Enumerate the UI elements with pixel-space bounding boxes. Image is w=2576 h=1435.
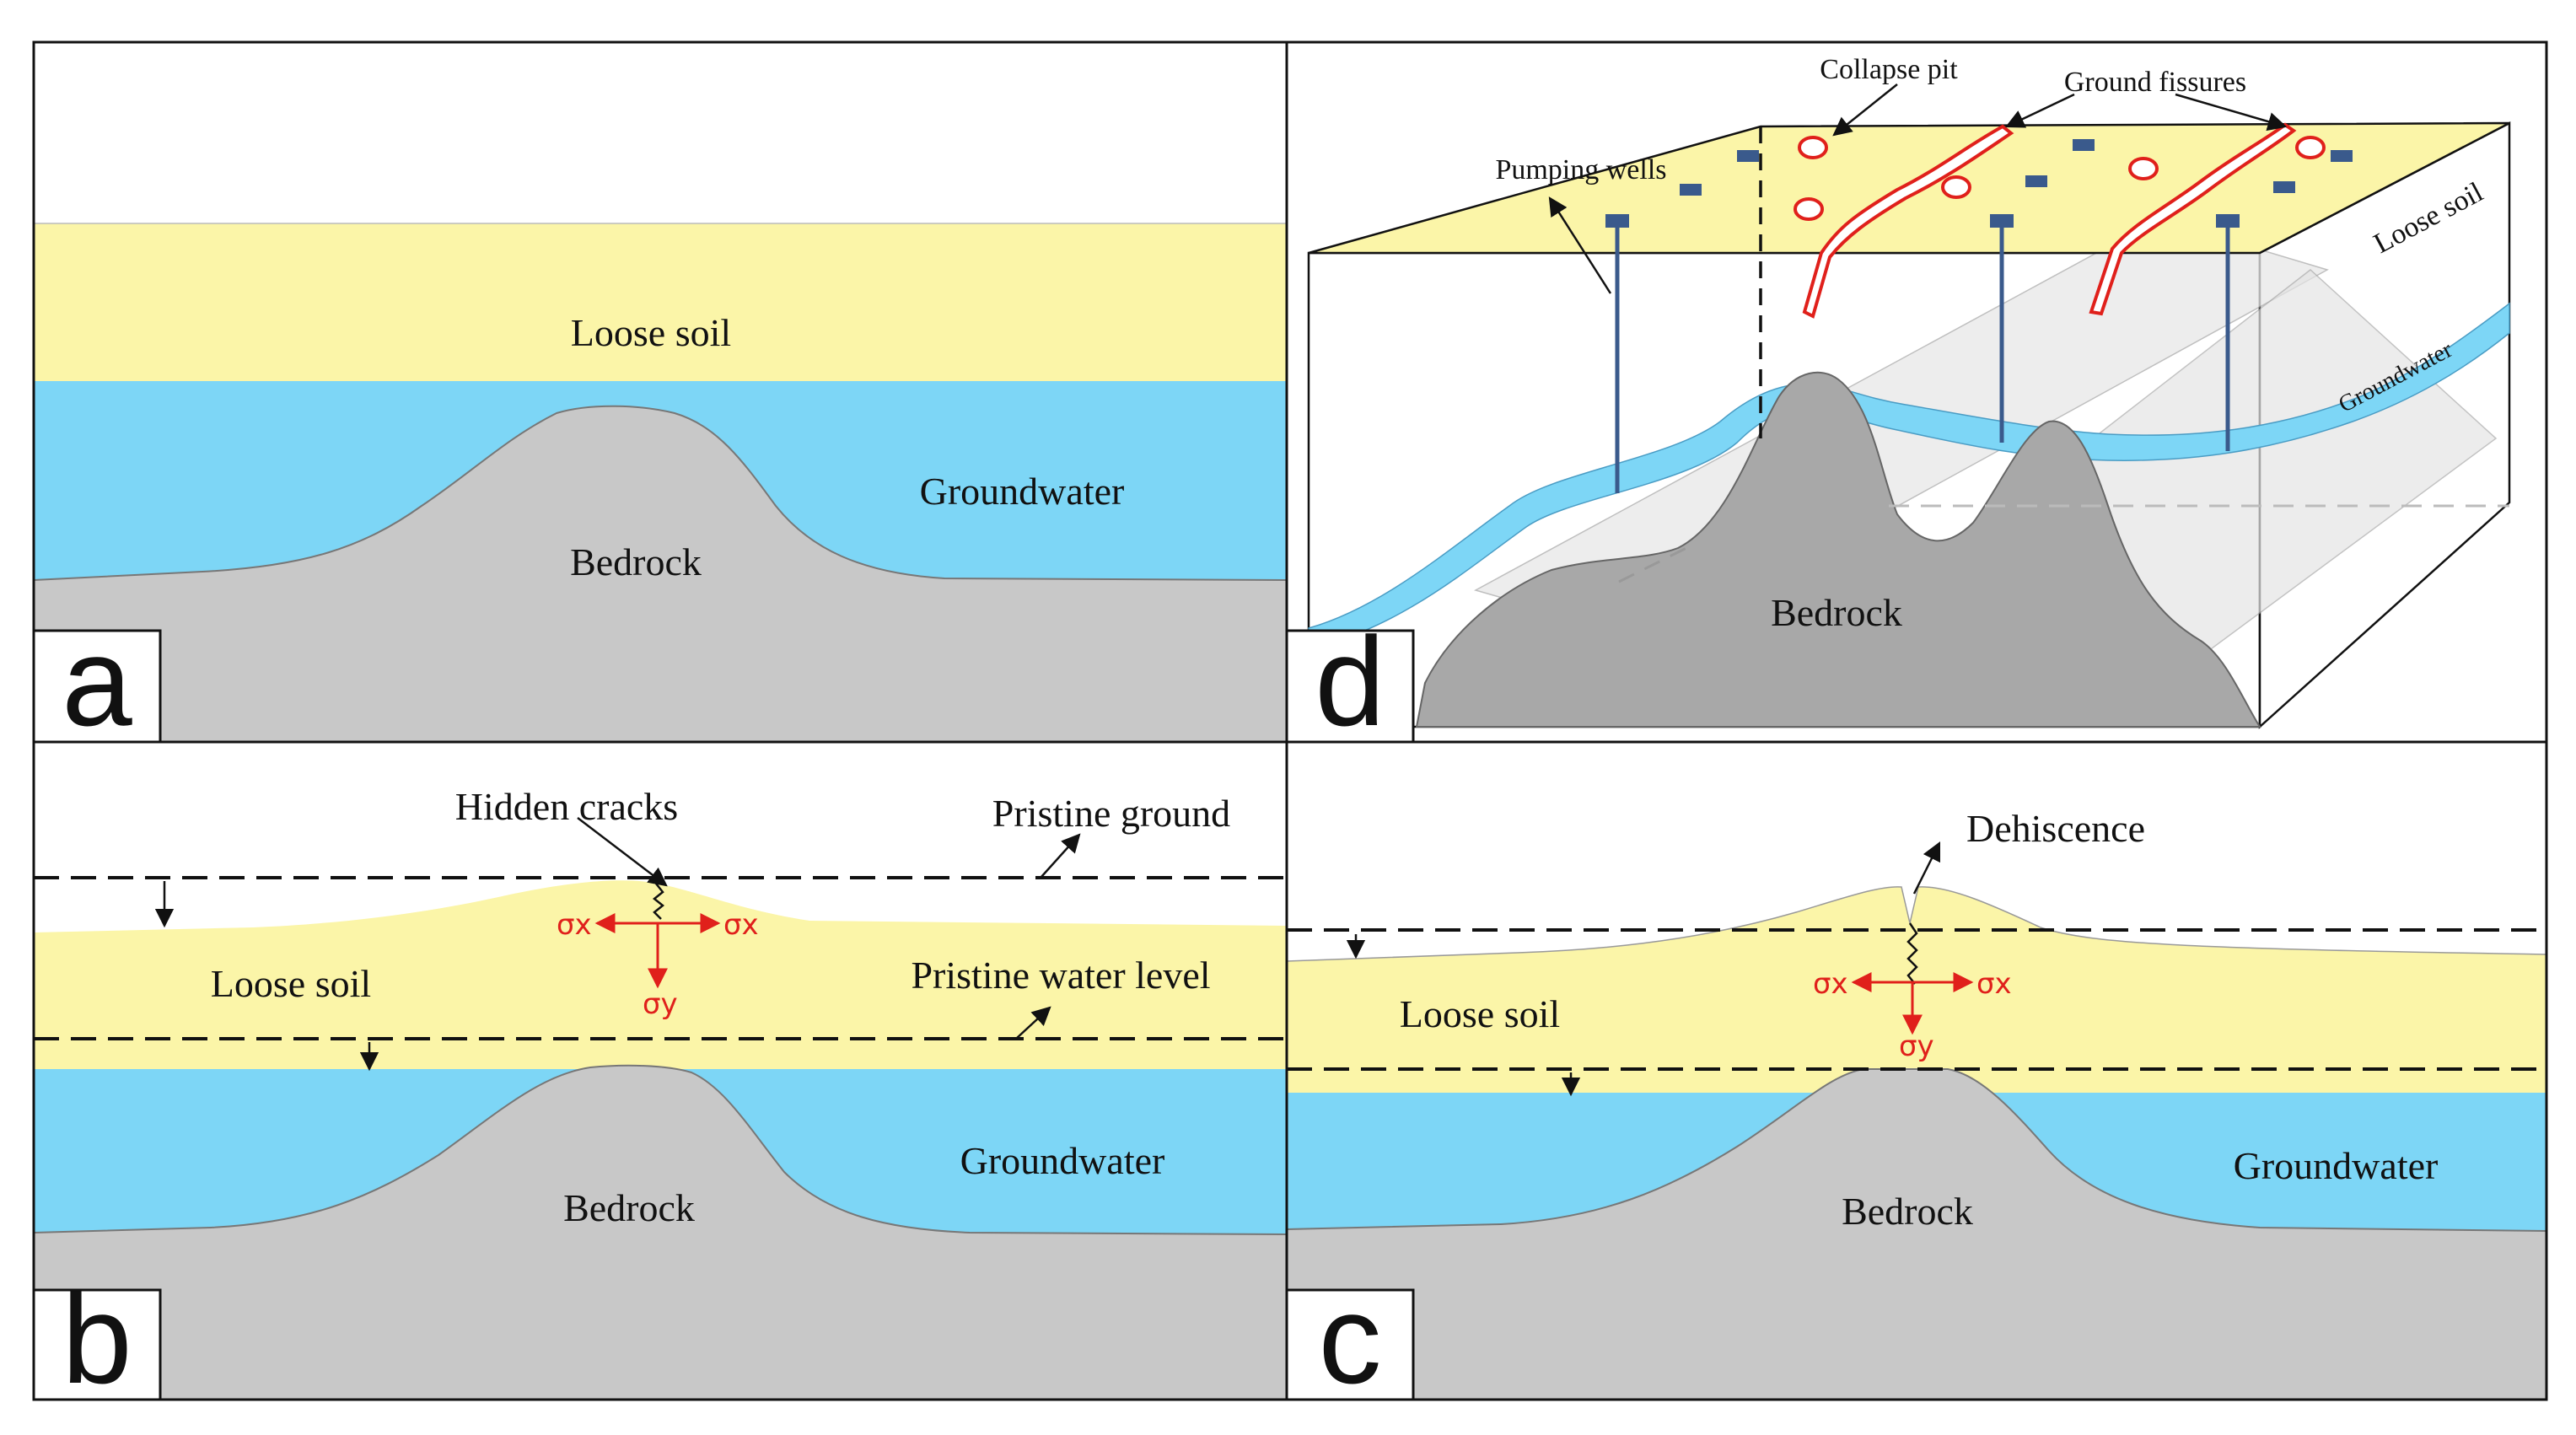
collapse-pit bbox=[2295, 136, 2326, 159]
bedrock-label: Bedrock bbox=[1771, 591, 1902, 634]
sigma-y: σy bbox=[1899, 1029, 1934, 1063]
ground-fissure bbox=[2089, 122, 2297, 316]
collapse-pit bbox=[1794, 197, 1824, 221]
hidden-crack bbox=[652, 883, 665, 920]
panel-letter: a bbox=[62, 610, 132, 752]
panel-letter: b bbox=[62, 1268, 132, 1410]
sigma-x-right: σx bbox=[1976, 967, 2012, 1001]
bedrock-mound bbox=[1287, 1068, 2546, 1400]
dehiscence-label: Dehiscence bbox=[1966, 807, 2145, 850]
bedrock-label: Bedrock bbox=[563, 1186, 695, 1229]
groundwater-band bbox=[1308, 302, 2510, 650]
pristine-ground-label: Pristine ground bbox=[992, 792, 1230, 835]
bedrock-mound bbox=[34, 405, 1287, 742]
dehiscence-crack bbox=[1906, 922, 1918, 985]
panel-letter-box bbox=[1287, 1288, 1415, 1400]
panel-letter-box bbox=[34, 629, 162, 742]
panel-letter: c bbox=[1319, 1268, 1382, 1410]
panel-letter-box bbox=[34, 1288, 162, 1400]
collapse-pit-label: Collapse pit bbox=[1820, 54, 1958, 85]
ground-fissure bbox=[1802, 124, 2014, 319]
collapse-pit bbox=[1798, 136, 1828, 159]
outer-frame bbox=[32, 40, 2548, 1401]
sigma-x-left: σx bbox=[1813, 967, 1848, 1001]
panel-d: Collapse pit Ground fissures Pumping wel… bbox=[1285, 54, 2511, 752]
groundwater-label: Groundwater bbox=[960, 1139, 1165, 1182]
bedrock-mound bbox=[34, 1064, 1287, 1400]
bedrock-label: Bedrock bbox=[570, 540, 702, 583]
hidden-cracks-label: Hidden cracks bbox=[455, 785, 678, 828]
groundwater-label: Groundwater bbox=[2234, 1144, 2439, 1187]
panel-c: Dehiscence σx σx σy Loose soil Groundwat… bbox=[1287, 807, 2546, 1410]
panel-letter: d bbox=[1315, 610, 1385, 752]
soil-label: Loose soil bbox=[211, 962, 371, 1005]
soil-label: Loose soil bbox=[571, 311, 731, 354]
sigma-y: σy bbox=[643, 987, 678, 1021]
sigma-x-left: σx bbox=[557, 908, 592, 942]
collapse-pit bbox=[2128, 157, 2159, 180]
sigma-x-right: σx bbox=[723, 908, 759, 942]
panel-a: Loose soil Groundwater Bedrock a bbox=[34, 223, 1287, 752]
collapse-pit bbox=[1941, 175, 1971, 199]
pumping-wells bbox=[1605, 139, 2353, 493]
ground-fissures-label: Ground fissures bbox=[2064, 67, 2246, 98]
soil-label: Loose soil bbox=[1400, 992, 1560, 1035]
panel-b: Hidden cracks Pristine ground Pristine w… bbox=[34, 785, 1287, 1410]
soil-layer bbox=[1287, 886, 2546, 1097]
groundwater-label: Groundwater bbox=[920, 470, 1125, 513]
pumping-wells-label: Pumping wells bbox=[1495, 154, 1666, 185]
bedrock-label: Bedrock bbox=[1842, 1190, 1973, 1233]
pristine-water-label: Pristine water level bbox=[911, 954, 1210, 997]
soil-layer bbox=[34, 223, 1287, 388]
